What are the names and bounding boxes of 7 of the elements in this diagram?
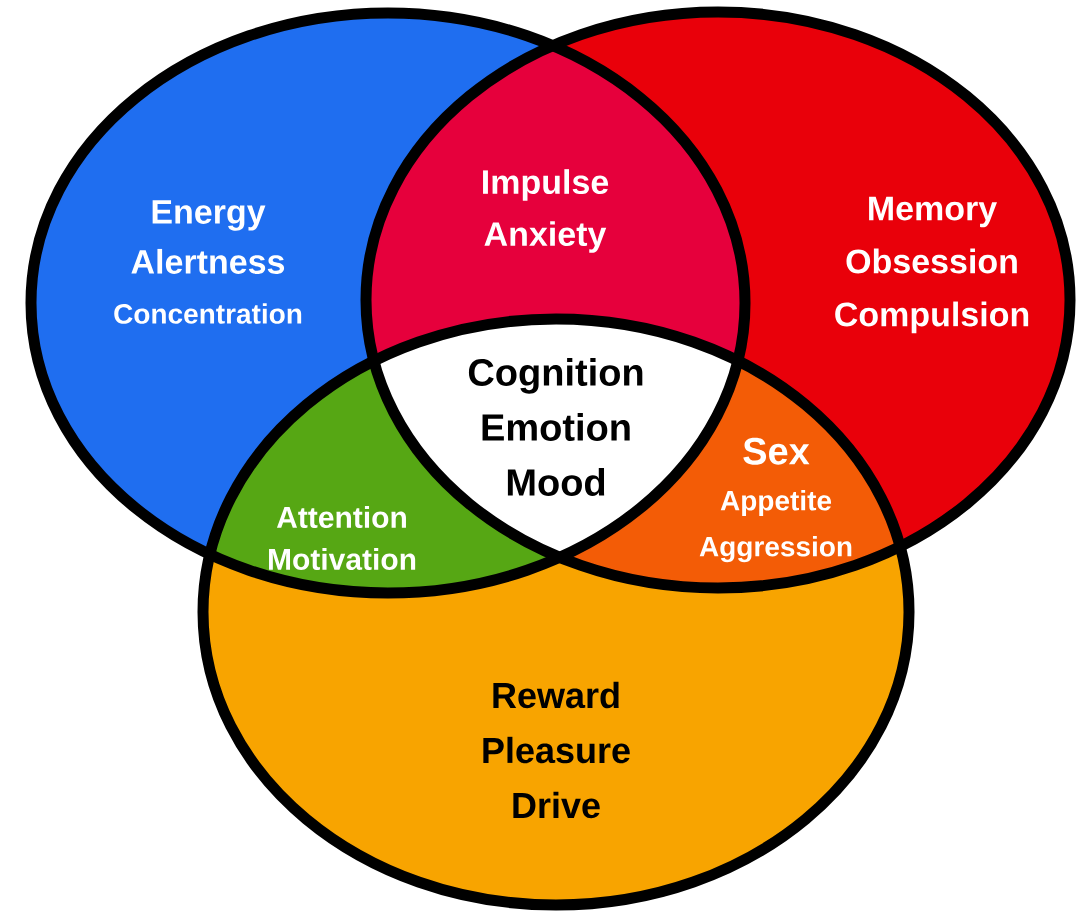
region-label: Memory Obsession Compulsion (835, 196, 1029, 334)
region-label: Cognition Emotion Mood (468, 358, 643, 496)
region-label: Sex Appetite Aggression (699, 437, 852, 563)
region-label: Reward Pleasure Drive (483, 681, 630, 819)
region-label: Attention Motivation (269, 506, 416, 571)
region-label: Energy Alertness Concentration (114, 200, 302, 324)
region-label: Impulse Anxiety (483, 169, 609, 253)
